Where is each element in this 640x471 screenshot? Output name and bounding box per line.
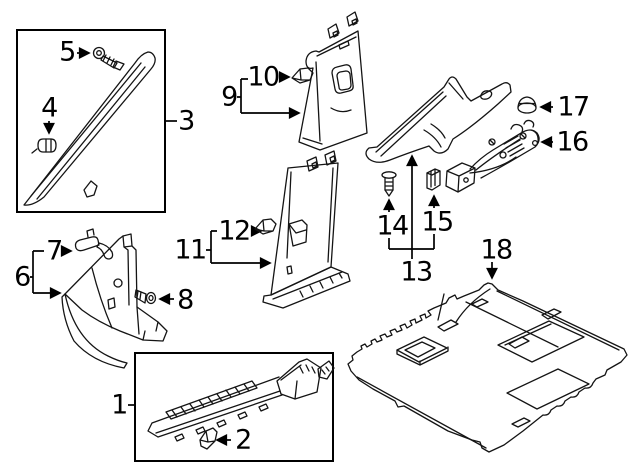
hook-clip-7 — [74, 228, 114, 260]
callout-7[interactable]: 7 — [46, 235, 63, 267]
callout-10[interactable]: 10 — [247, 61, 280, 93]
b-pillar-upper-trim — [298, 11, 368, 151]
dome-cap-17 — [517, 96, 537, 114]
screw-8 — [134, 289, 157, 305]
callout-6[interactable]: 6 — [14, 261, 31, 293]
clip-4 — [31, 138, 57, 154]
clip-12 — [254, 218, 277, 235]
b-pillar-lower-trim — [262, 150, 351, 309]
callout-11[interactable]: 11 — [174, 234, 207, 266]
callout-18[interactable]: 18 — [480, 234, 513, 266]
callout-17[interactable]: 17 — [557, 91, 590, 123]
callout-16[interactable]: 16 — [556, 126, 589, 158]
bracket-assembly-16 — [445, 119, 540, 193]
callout-14[interactable]: 14 — [376, 210, 409, 242]
door-sill-scuff-plate — [147, 358, 335, 442]
callout-5[interactable]: 5 — [59, 36, 76, 68]
callout-13[interactable]: 13 — [400, 256, 433, 288]
callout-3[interactable]: 3 — [178, 105, 195, 137]
push-pin-14 — [381, 171, 397, 197]
clip-2 — [199, 427, 218, 450]
part1-box — [134, 352, 334, 462]
cowl-side-trim — [61, 233, 168, 369]
callout-leader-lines — [30, 47, 553, 446]
callout-9[interactable]: 9 — [221, 81, 238, 113]
clip-15 — [426, 168, 441, 191]
floor-carpet — [347, 282, 628, 453]
quarter-sill-trim — [365, 76, 512, 163]
screw-5 — [92, 46, 125, 71]
a-pillar-trim — [23, 51, 156, 206]
callout-1[interactable]: 1 — [111, 389, 128, 421]
callout-15[interactable]: 15 — [421, 206, 454, 238]
clip-10 — [291, 67, 314, 84]
callout-8[interactable]: 8 — [177, 284, 194, 316]
callout-4[interactable]: 4 — [41, 92, 58, 124]
callout-2[interactable]: 2 — [235, 424, 252, 456]
callout-12[interactable]: 12 — [218, 215, 251, 247]
